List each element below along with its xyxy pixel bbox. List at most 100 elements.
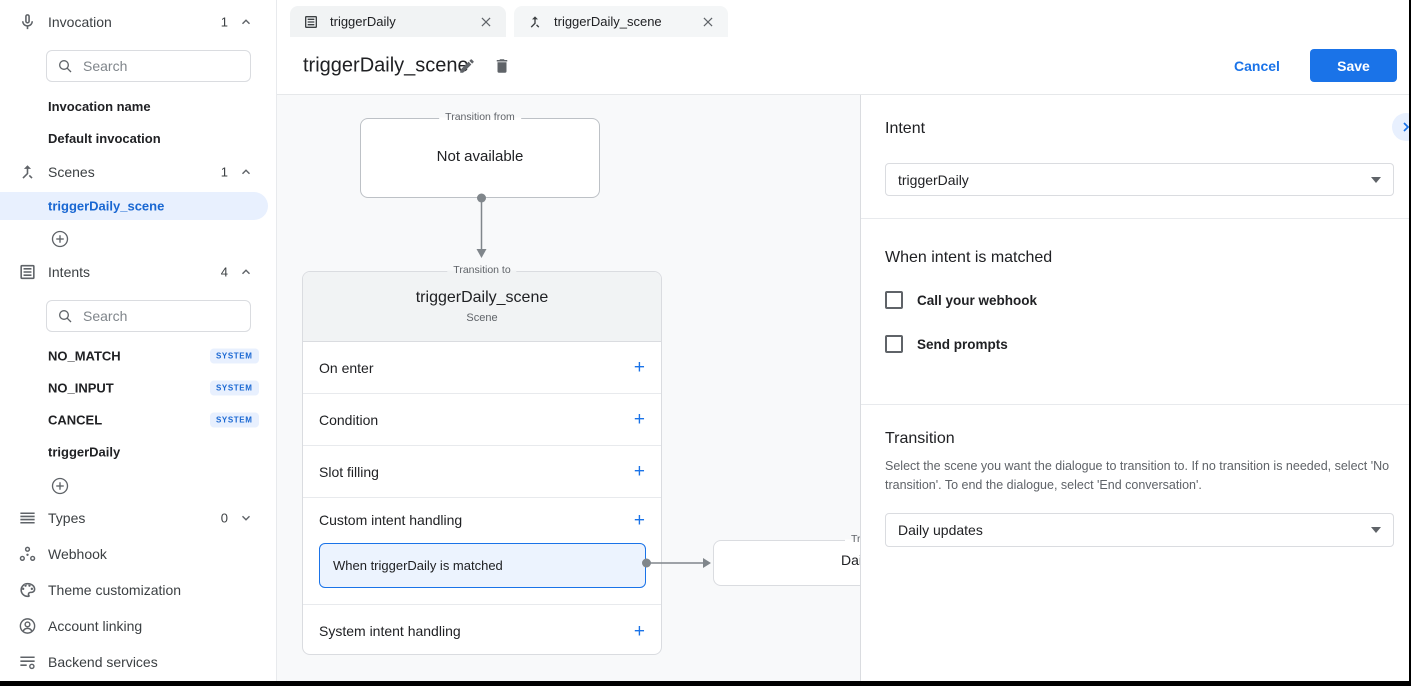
tab-label: triggerDaily_scene [554,14,662,29]
sidebar-item-theme-customization[interactable]: Theme customization [0,576,268,604]
add-slot-filling-button[interactable]: + [633,461,645,482]
row-label: System intent handling [319,623,461,639]
panel-divider [861,218,1409,219]
screen-edge-right [1409,0,1411,686]
row-condition: Condition + [303,394,661,446]
section-label: Scenes [48,164,95,180]
intent-icon [20,264,35,280]
row-label: Condition [319,411,379,428]
transition-description: Select the scene you want the dialogue t… [885,459,1390,492]
when-matched-heading: When intent is matched [885,249,1053,266]
link-label: Theme customization [48,582,182,598]
close-icon[interactable] [701,15,715,29]
cancel-button[interactable]: Cancel [1234,57,1280,74]
scene-icon [530,15,540,28]
chevron-up-icon[interactable] [239,15,253,29]
close-icon[interactable] [479,15,493,29]
chevron-up-icon[interactable] [239,165,253,179]
selected-scene-label: triggerDaily_scene [48,198,165,214]
system-badge: SYSTEM [210,412,259,428]
intent-name: NO_INPUT [48,380,114,396]
sidebar-item-account-linking[interactable]: Account linking [0,612,268,640]
sidebar-section-types[interactable]: Types 0 [0,504,268,532]
webhook-icon [19,546,36,561]
section-count: 1 [220,164,228,180]
tab-triggerdaily[interactable]: triggerDaily [290,6,506,37]
row-label: Slot filling [319,463,379,480]
section-label: Invocation [48,14,112,30]
chevron-down-icon[interactable] [239,511,253,525]
right-arrow-connector [642,558,711,568]
transition-dropdown[interactable]: Daily updates [885,513,1394,547]
row-custom-intent-handling: Custom intent handling + When triggerDai… [303,498,661,605]
sidebar-item-no-match[interactable]: NO_MATCH SYSTEM [0,344,268,368]
sidebar-item-webhook[interactable]: Webhook [0,540,268,568]
call-webhook-checkbox-row[interactable]: Call your webhook [885,291,1037,309]
checkbox-label: Send prompts [917,336,1008,352]
account-icon [19,618,36,634]
invocation-search[interactable] [46,50,251,82]
section-label: Intents [48,264,91,280]
checkbox-unchecked[interactable] [885,335,903,353]
sidebar-item-invocation-name[interactable]: Invocation name [48,98,151,114]
add-custom-intent-button[interactable]: + [633,509,645,531]
down-arrow-connector [476,193,487,258]
search-input[interactable] [83,58,233,74]
next-card-title: Daily updates [841,552,860,568]
section-count: 0 [220,510,228,526]
sidebar-item-triggerdaily-scene[interactable]: triggerDaily_scene [0,192,268,220]
add-scene-button[interactable] [50,229,70,249]
row-label: On enter [319,359,374,376]
add-system-intent-button[interactable]: + [633,620,645,642]
scene-card-header: triggerDaily_scene Scene [303,272,661,342]
link-label: Webhook [48,546,107,562]
delete-icon[interactable] [493,57,511,75]
sidebar-item-cancel[interactable]: CANCEL SYSTEM [0,408,268,432]
page-title: triggerDaily_scene [303,54,469,76]
scene-icon [22,165,33,179]
scene-flow-canvas[interactable]: Transition from Not available Transition… [277,95,860,681]
add-on-enter-button[interactable]: + [633,357,645,378]
add-condition-button[interactable]: + [633,409,645,430]
chevron-up-icon[interactable] [239,265,253,279]
transition-to-legend: Transition to [447,264,517,277]
edit-icon[interactable] [458,57,476,75]
intent-name: triggerDaily [48,444,121,460]
link-label: Account linking [48,618,143,634]
scene-card: triggerDaily_scene Scene On enter + Cond… [302,271,662,655]
intent-dropdown[interactable]: triggerDaily [885,163,1394,196]
sidebar-section-intents[interactable]: Intents 4 [0,258,268,286]
checkbox-unchecked[interactable] [885,291,903,309]
scene-card-title: triggerDaily_scene [415,289,549,306]
sidebar-section-invocation[interactable]: Invocation 1 [0,8,268,36]
collapse-panel-button[interactable] [1392,113,1411,141]
intents-search[interactable] [46,300,251,332]
save-button[interactable]: Save [1310,49,1397,82]
intent-dropdown-value: triggerDaily [898,171,969,188]
row-system-intent-handling: System intent handling + [303,605,661,654]
search-input[interactable] [83,308,233,324]
link-label: Backend services [48,654,158,670]
sidebar: Invocation 1 Invocation name Default inv… [0,0,277,681]
checkbox-label: Call your webhook [917,292,1038,308]
intent-handler-when-triggerdaily-matched[interactable]: When triggerDaily is matched [319,543,646,588]
sidebar-item-backend-services[interactable]: Backend services [0,648,268,676]
palette-icon [20,582,36,598]
next-card-legend: Transition to [845,533,860,546]
sidebar-item-no-input[interactable]: NO_INPUT SYSTEM [0,376,268,400]
search-icon [59,60,72,73]
send-prompts-checkbox-row[interactable]: Send prompts [885,335,1008,353]
sidebar-section-scenes[interactable]: Scenes 1 [0,158,268,186]
sidebar-item-default-invocation[interactable]: Default invocation [48,130,161,146]
search-icon [59,310,72,323]
transition-heading: Transition [885,430,955,447]
intent-name: NO_MATCH [48,348,121,364]
tab-triggerdaily-scene[interactable]: triggerDaily_scene [514,6,728,37]
properties-panel: Intent triggerDaily When intent is match… [860,95,1411,681]
panel-divider [861,404,1409,405]
next-scene-card[interactable] [713,540,860,586]
sidebar-item-triggerdaily[interactable]: triggerDaily [0,440,268,464]
transition-dropdown-value: Daily updates [898,522,983,538]
add-intent-button[interactable] [50,476,70,496]
